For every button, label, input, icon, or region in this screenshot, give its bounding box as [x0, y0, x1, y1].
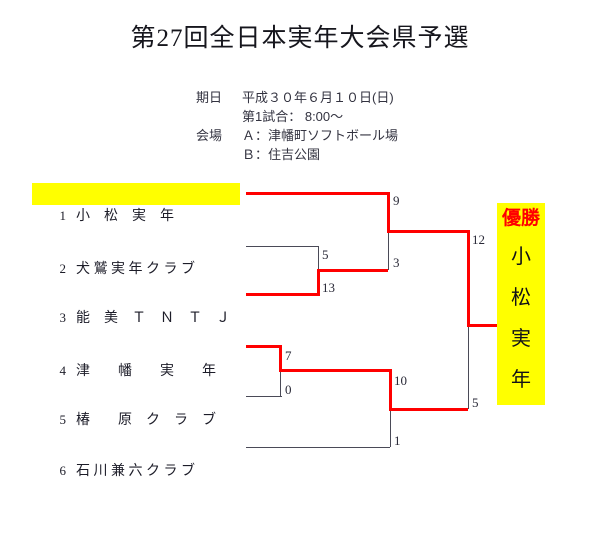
- info-value: 第1試合： 8:00〜: [242, 109, 344, 124]
- info-label: [196, 107, 242, 126]
- info-row: 会場 Ａ：津幡町ソフトボール場: [196, 126, 398, 145]
- info-value: 平成３０年６月１０日(日): [242, 90, 394, 105]
- line-match1-winner-horizontal: [317, 269, 388, 272]
- line-semifinal-lower-winner-vertical: [389, 369, 392, 411]
- score-match1-bottom: 13: [322, 280, 335, 295]
- event-info: 期日 平成３０年６月１０日(日) 第1試合： 8:00〜 会場 Ａ：津幡町ソフト…: [196, 88, 398, 164]
- score-match2-top: 7: [285, 348, 292, 363]
- team-name: 石 川 兼 六 ク ラ ブ: [76, 464, 195, 479]
- champion-name: 小 松 実 年: [497, 231, 545, 401]
- line-semifinal-upper-winner-vertical: [387, 192, 390, 232]
- page-title: 第27回全日本実年大会県予選: [130, 25, 470, 52]
- line-team2-horizontal: [246, 246, 318, 247]
- score-semifinal-upper-bottom: 3: [393, 255, 400, 270]
- info-label: [196, 145, 242, 164]
- champion-name-char: 年: [511, 369, 531, 391]
- score-semifinal-lower-top: 10: [394, 373, 407, 388]
- team-entry-4: 4 津 幡 実 年: [32, 338, 217, 379]
- info-row: 期日 平成３０年６月１０日(日): [196, 88, 398, 107]
- score-match1-top: 5: [322, 247, 329, 262]
- line-champion-horizontal: [467, 324, 500, 327]
- team-entry-1: 1 小 松 実 年: [32, 183, 240, 224]
- champion-box: 優勝 小 松 実 年: [497, 203, 545, 405]
- line-semifinal-upper-winner-horizontal: [387, 230, 468, 233]
- champion-name-char: 実: [511, 328, 531, 350]
- team-name: 椿 原 ク ラ ブ: [76, 413, 216, 428]
- team-name: 能 美 Ｔ Ｎ Ｔ Ｊ: [76, 311, 230, 326]
- line-team5-horizontal: [246, 396, 282, 397]
- team-entry-6: 6 石 川 兼 六 ク ラ ブ: [32, 438, 196, 479]
- team-name: 犬 鷲 実 年 ク ラ ブ: [76, 262, 195, 277]
- line-semifinal-lower-winner-horizontal: [389, 408, 468, 411]
- team-seed: 6: [59, 463, 67, 478]
- team-seed: 3: [59, 310, 67, 325]
- info-label: 期日: [196, 90, 223, 105]
- team-seed: 5: [59, 412, 67, 427]
- score-match2-bottom: 0: [285, 382, 292, 397]
- team-seed: 4: [59, 363, 67, 378]
- champion-label: 優勝: [501, 208, 540, 229]
- team-seed: 2: [59, 261, 67, 276]
- champion-name-char: 小: [511, 246, 531, 268]
- line-team6-horizontal: [246, 447, 390, 448]
- line-team3-horizontal: [246, 293, 320, 296]
- line-match2-winner-horizontal: [279, 369, 390, 372]
- line-team1-horizontal: [246, 192, 388, 195]
- info-value: Ｂ：住吉公園: [242, 147, 321, 162]
- team-entry-2: 2 犬 鷲 実 年 ク ラ ブ: [32, 236, 196, 277]
- info-value: Ａ：津幡町ソフトボール場: [242, 128, 399, 143]
- line-match2-winner-vertical: [279, 345, 282, 372]
- score-final-top: 12: [472, 232, 485, 247]
- team-entry-3: 3 能 美 Ｔ Ｎ Ｔ Ｊ: [32, 285, 231, 326]
- info-row: Ｂ：住吉公園: [196, 145, 398, 164]
- score-final-bottom: 5: [472, 395, 479, 410]
- team-seed: 1: [59, 208, 67, 223]
- info-label: 会場: [196, 128, 223, 143]
- champion-name-char: 松: [511, 287, 531, 309]
- info-row: 第1試合： 8:00〜: [196, 107, 398, 126]
- score-semifinal-lower-bottom: 1: [394, 433, 401, 448]
- team-name: 小 松 実 年: [76, 209, 174, 224]
- score-semifinal-upper-top: 9: [393, 193, 400, 208]
- line-match1-winner-vertical: [317, 270, 320, 295]
- team-entry-5: 5 椿 原 ク ラ ブ: [32, 387, 217, 428]
- line-final-winner-vertical: [467, 230, 470, 326]
- team-name: 津 幡 実 年: [76, 364, 216, 379]
- line-team4-horizontal: [246, 345, 282, 348]
